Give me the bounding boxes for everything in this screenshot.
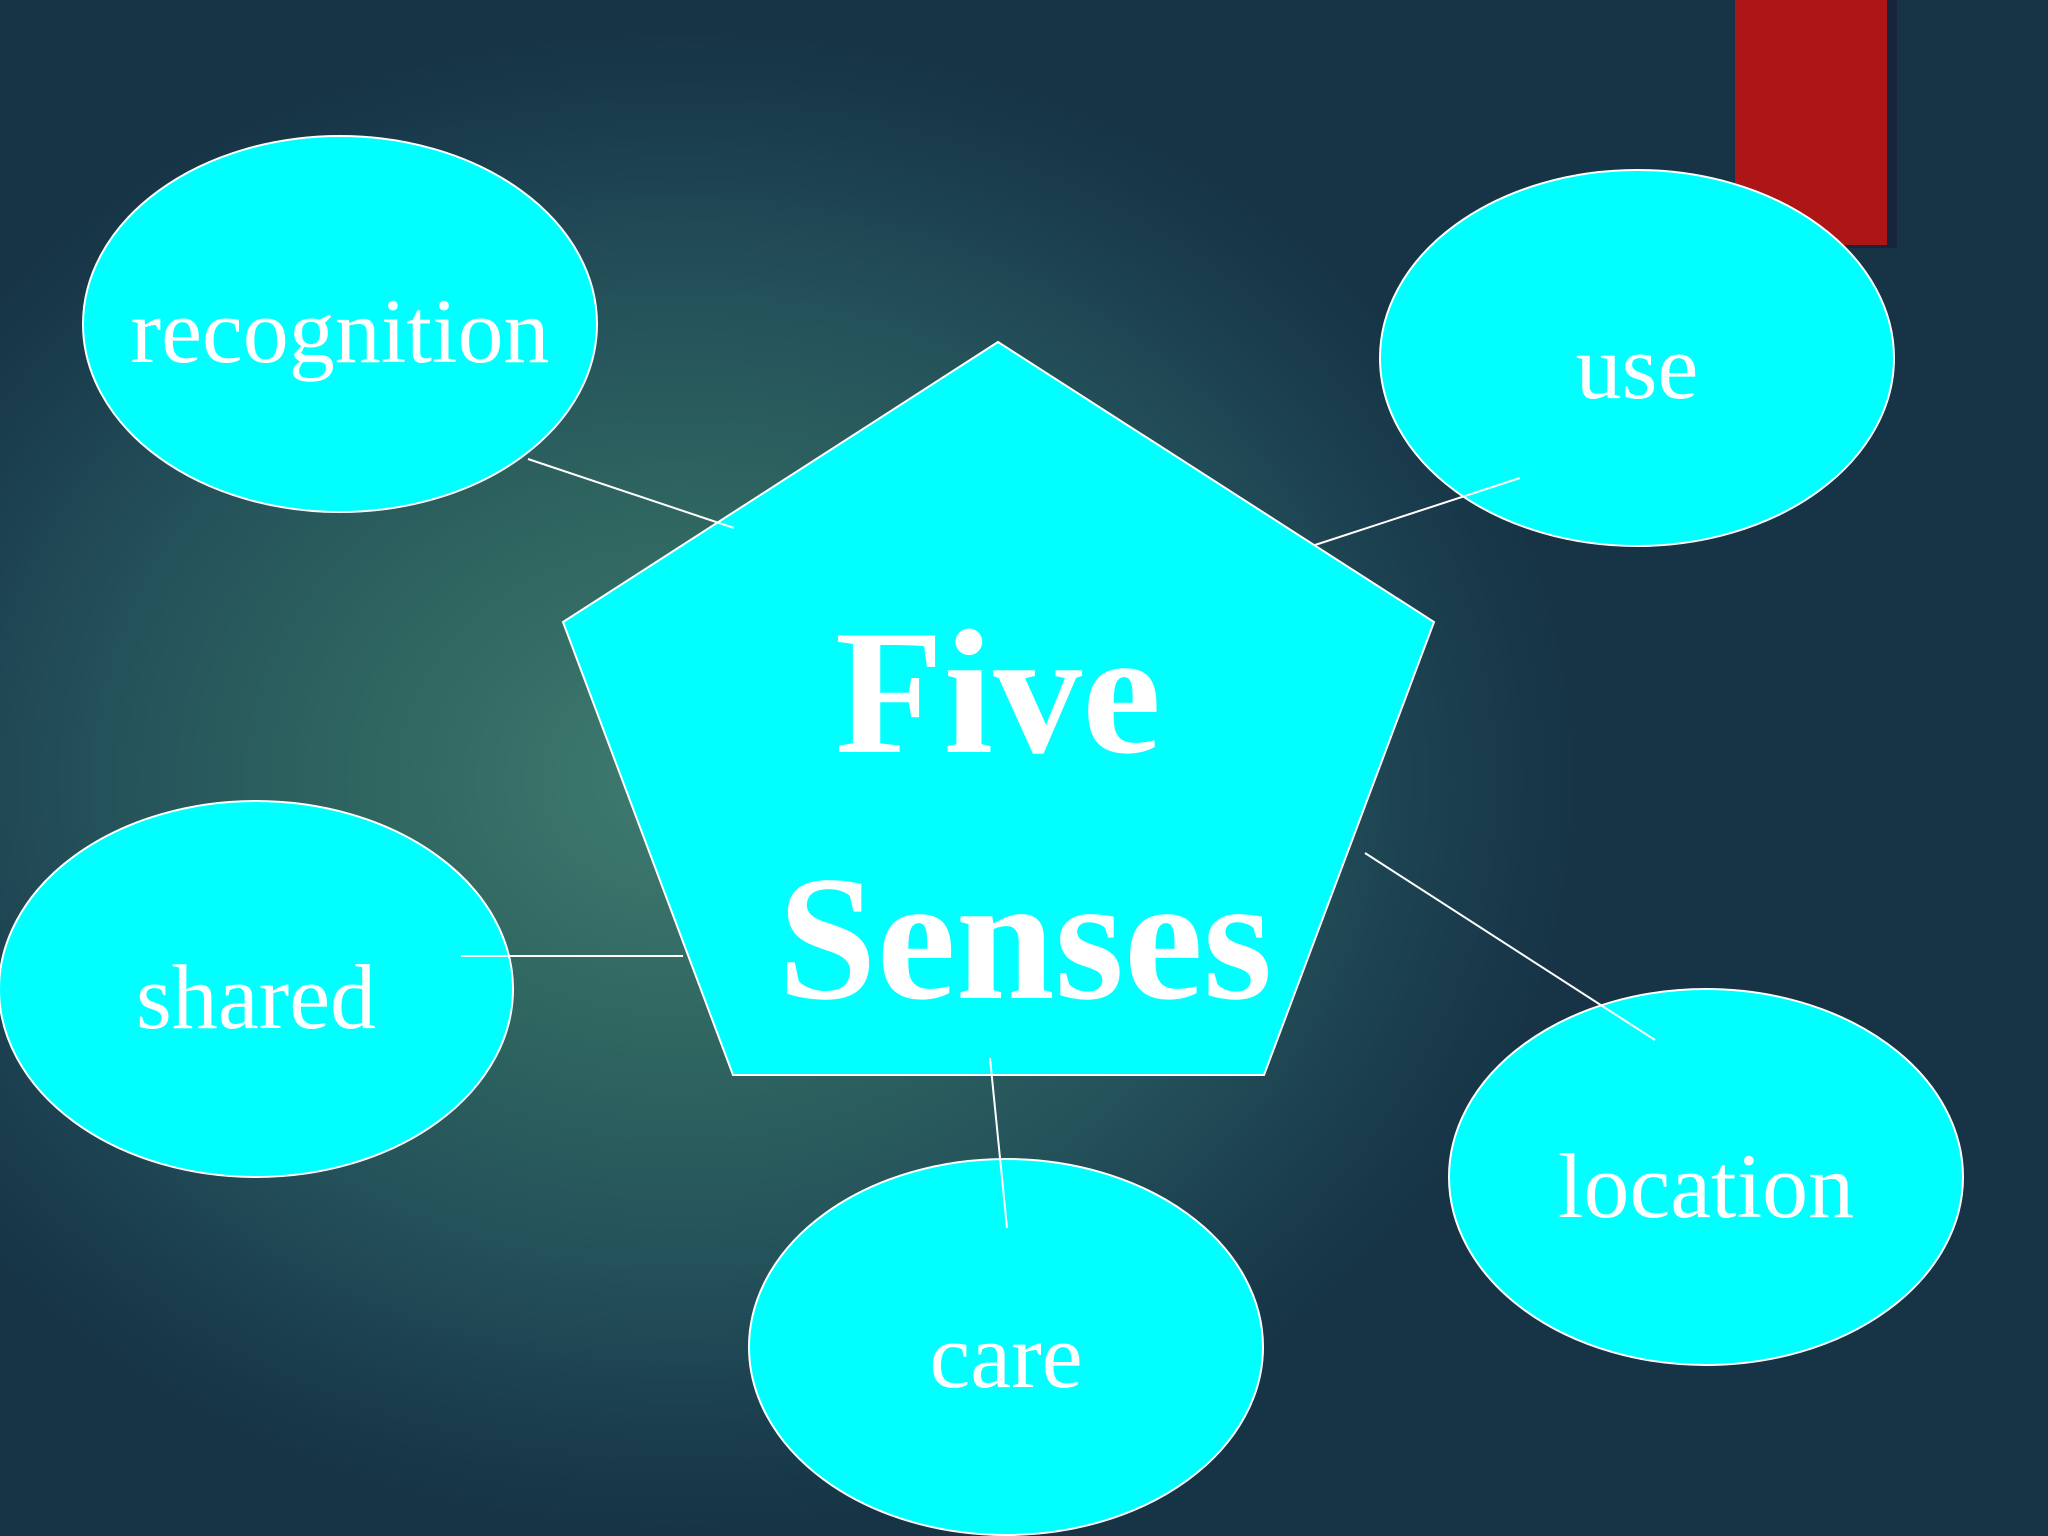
center-pentagon bbox=[561, 340, 1436, 1076]
node-use-label: use bbox=[1576, 316, 1699, 418]
center-title-line1: Five bbox=[835, 593, 1161, 791]
node-shared-label: shared bbox=[136, 946, 376, 1048]
node-recognition-label: recognition bbox=[131, 280, 550, 382]
connector-care bbox=[989, 1057, 1008, 1229]
node-use-oval bbox=[1379, 169, 1895, 547]
node-recognition-oval bbox=[82, 135, 598, 513]
node-location-oval bbox=[1448, 988, 1964, 1366]
node-location-label: location bbox=[1558, 1135, 1854, 1237]
node-care-oval bbox=[748, 1158, 1264, 1536]
center-title-line2: Senses bbox=[778, 839, 1273, 1037]
node-care-label: care bbox=[929, 1305, 1082, 1407]
connector-location bbox=[1364, 852, 1656, 1041]
node-shared-oval bbox=[0, 800, 514, 1178]
connector-use bbox=[1314, 477, 1521, 546]
connector-recognition bbox=[527, 458, 735, 529]
